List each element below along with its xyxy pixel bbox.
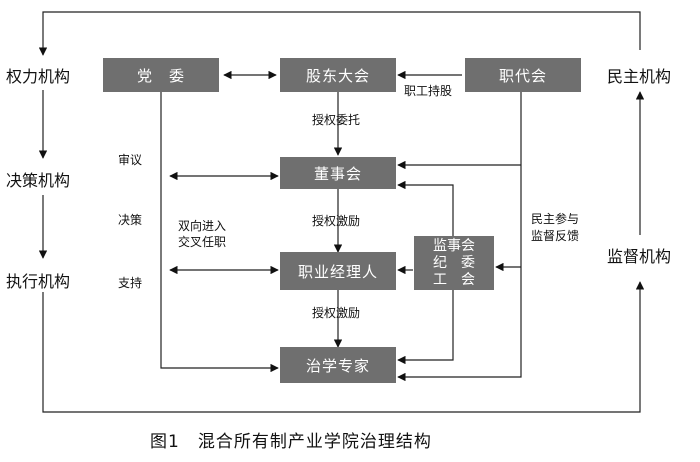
edge-label-cross-appointment: 交叉任职 <box>178 235 227 249</box>
edge-label-decide: 决策 <box>118 213 143 227</box>
edge-label-authorized-incentive-2: 授权激励 <box>312 306 361 320</box>
labor-union-text: 工 会 <box>433 271 475 288</box>
edge-label-authorized-entrust: 授权委托 <box>312 113 361 127</box>
box-board-of-directors: 董事会 <box>280 157 396 189</box>
edge-label-democratic-participation: 民主参与 <box>531 212 580 226</box>
supervisory-board-text: 监事会 <box>433 237 475 254</box>
box-professional-manager: 职业经理人 <box>280 252 396 290</box>
label-power-body: 权力机构 <box>6 67 71 86</box>
label-supervision-body: 监督机构 <box>607 247 672 266</box>
edge-label-authorized-incentive-1: 授权激励 <box>312 214 361 228</box>
discipline-committee-text: 纪 委 <box>433 254 475 271</box>
box-academic-experts: 治学专家 <box>280 347 396 383</box>
edge-label-review: 审议 <box>118 153 143 167</box>
figure-caption: 图1 混合所有制产业学院治理结构 <box>150 432 432 452</box>
label-democratic-body: 民主机构 <box>607 67 672 86</box>
edge-label-supervision-feedback: 监督反馈 <box>531 229 580 243</box>
box-party-committee: 党 委 <box>103 58 219 92</box>
box-shareholders-meeting: 股东大会 <box>280 58 396 92</box>
edge-label-bidirectional-entry: 双向进入 <box>178 219 227 233</box>
label-decision-body: 决策机构 <box>6 171 71 190</box>
edge-label-support: 支持 <box>118 276 143 290</box>
label-execution-body: 执行机构 <box>6 272 71 291</box>
box-supervisory-group: 监事会 纪 委 工 会 <box>414 236 494 290</box>
edge-label-employee-shares: 职工持股 <box>404 84 453 98</box>
box-workers-congress: 职代会 <box>465 58 581 92</box>
